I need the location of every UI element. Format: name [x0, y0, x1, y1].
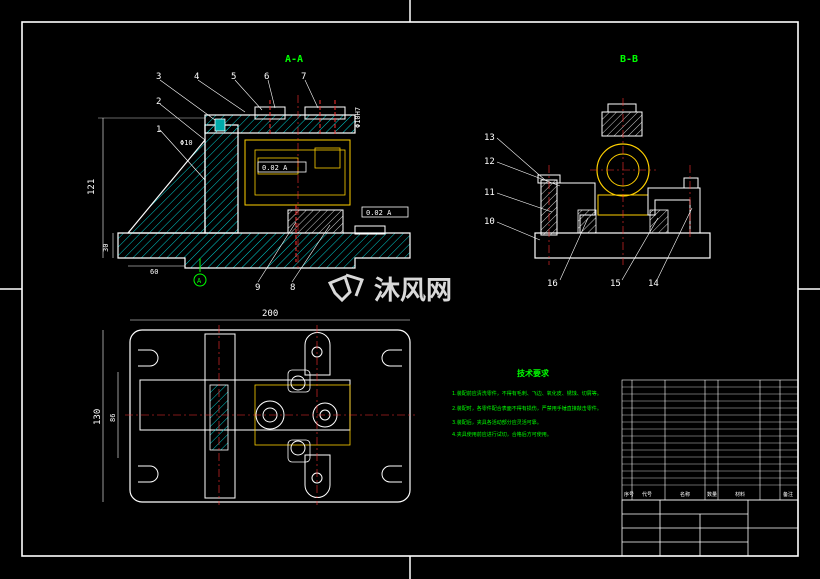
watermark-text: 沐风网	[374, 276, 452, 306]
svg-text:8: 8	[290, 283, 295, 293]
dim-plan-inner: 86	[109, 414, 117, 422]
dim-overall-width: 200	[262, 309, 278, 319]
svg-text:代号: 代号	[642, 491, 652, 498]
svg-text:13: 13	[484, 133, 495, 143]
dim-hole: Φ10	[180, 139, 193, 147]
svg-text:10: 10	[484, 217, 495, 227]
dim-offset: 60	[150, 268, 158, 276]
dim-plan-height: 130	[93, 409, 103, 425]
svg-text:4: 4	[194, 72, 199, 82]
svg-text:7: 7	[301, 72, 306, 82]
part-leaders-b	[496, 137, 693, 281]
svg-text:3: 3	[156, 72, 161, 82]
tolerance-frame-lower: 0.02 A	[361, 206, 409, 218]
title-block	[621, 499, 799, 557]
svg-text:A: A	[197, 277, 202, 285]
svg-text:1.装配前应清洗零件，不得有毛刺、飞边、氧化皮、锈蚀、切屑等: 1.装配前应清洗零件，不得有毛刺、飞边、氧化皮、锈蚀、切屑等。	[452, 390, 602, 397]
svg-text:2: 2	[156, 97, 161, 107]
svg-text:4.夹具使用前应进行试切，合格后方可使用。: 4.夹具使用前应进行试切，合格后方可使用。	[452, 431, 552, 438]
dim-height: 121	[87, 179, 97, 195]
svg-text:6: 6	[264, 72, 269, 82]
svg-text:16: 16	[547, 279, 558, 289]
svg-text:数量: 数量	[707, 491, 717, 498]
svg-text:序号: 序号	[624, 491, 634, 498]
plan-view: 200 130 86	[93, 309, 415, 505]
section-b-title: B-B	[620, 54, 638, 65]
svg-text:15: 15	[610, 279, 621, 289]
part-numbers-a: 3 4 5 6 7 2 1 9 8	[156, 72, 306, 293]
svg-text:1: 1	[156, 125, 161, 135]
svg-text:2.装配时，各零件配合表面不得有损伤，严禁用手锤直接敲击零件: 2.装配时，各零件配合表面不得有损伤，严禁用手锤直接敲击零件。	[452, 405, 602, 412]
tech-title: 技术要求	[517, 368, 550, 378]
section-a-view: 0.02 A 0.02 A A 121 30 60 Φ10 Φ10H7	[87, 95, 411, 287]
svg-text:14: 14	[648, 279, 659, 289]
svg-text:3.装配后，夹具各活动部分应灵活可靠。: 3.装配后，夹具各活动部分应灵活可靠。	[452, 419, 542, 426]
svg-text:名称: 名称	[680, 491, 690, 498]
dim-base: 30	[102, 244, 110, 252]
part-numbers-b: 13 12 11 10 16 15 14	[484, 133, 659, 289]
svg-text:材料: 材料	[735, 491, 745, 498]
datum-a-symbol: A	[193, 258, 207, 287]
svg-text:0.02 A: 0.02 A	[366, 209, 392, 217]
svg-text:12: 12	[484, 157, 495, 167]
svg-text:11: 11	[484, 188, 495, 198]
bom-header: 序号 代号 名称 数量 材料 备注	[624, 491, 793, 498]
dim-hole-small: Φ10H7	[354, 107, 362, 128]
section-a-title: A-A	[285, 54, 303, 65]
watermark: 沐风网	[327, 273, 452, 306]
svg-text:备注: 备注	[783, 491, 793, 498]
bom-rows	[622, 386, 798, 486]
part-leaders-a	[159, 79, 331, 283]
svg-text:0.02 A: 0.02 A	[262, 164, 288, 172]
tolerance-frame-upper: 0.02 A	[257, 161, 307, 173]
bom-table	[621, 379, 799, 501]
svg-text:5: 5	[231, 72, 236, 82]
svg-text:9: 9	[255, 283, 260, 293]
tech-requirements: 技术要求 1.装配前应清洗零件，不得有毛刺、飞边、氧化皮、锈蚀、切屑等。 2.装…	[452, 368, 602, 438]
